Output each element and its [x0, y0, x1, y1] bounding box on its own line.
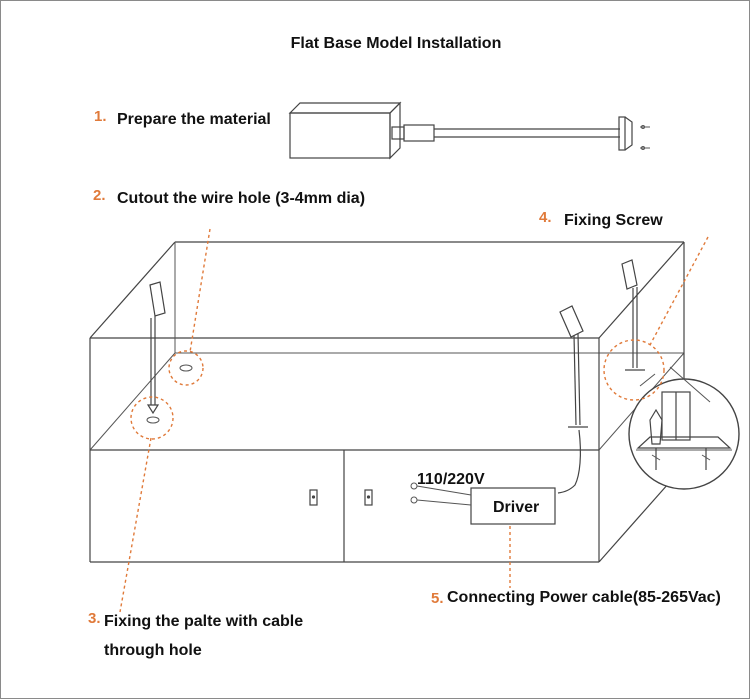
step-4-leader: [649, 236, 709, 346]
step-3-number: 3.: [88, 610, 101, 627]
step-3-leader: [119, 437, 152, 613]
step-4-label: Fixing Screw: [564, 212, 663, 229]
wire-hole: [179, 364, 193, 372]
right-luminaire: [621, 259, 645, 371]
left-luminaire: [146, 281, 193, 424]
step-2-label: Cutout the wire hole (3-4mm dia): [117, 190, 365, 207]
driver-unit: [410, 482, 556, 525]
step-5-label: Connecting Power cable(85-265Vac): [447, 589, 721, 606]
middle-luminaire: [557, 305, 588, 494]
cabinet: [89, 241, 685, 563]
screw-detail-callout: [628, 366, 740, 490]
step-1-label: Prepare the material: [117, 111, 271, 128]
plate-callout-circle: [130, 396, 174, 440]
driver-box: [470, 487, 556, 525]
diagram-title: Flat Base Model Installation: [291, 35, 502, 52]
step-4-number: 4.: [539, 209, 552, 226]
screw-callout-circle: [603, 339, 665, 401]
step-1-number: 1.: [94, 108, 107, 125]
step-2-leader: [189, 228, 211, 353]
step-5-number: 5.: [431, 590, 444, 607]
step-3-label: Fixing the palte with cable: [104, 613, 303, 630]
material-illustration: [288, 101, 650, 160]
hole-callout-circle: [168, 350, 204, 386]
step-3-label-line2: through hole: [104, 642, 202, 659]
step-2-number: 2.: [93, 187, 106, 204]
driver-label: Driver: [493, 499, 539, 516]
voltage-label: 110/220V: [417, 471, 485, 488]
